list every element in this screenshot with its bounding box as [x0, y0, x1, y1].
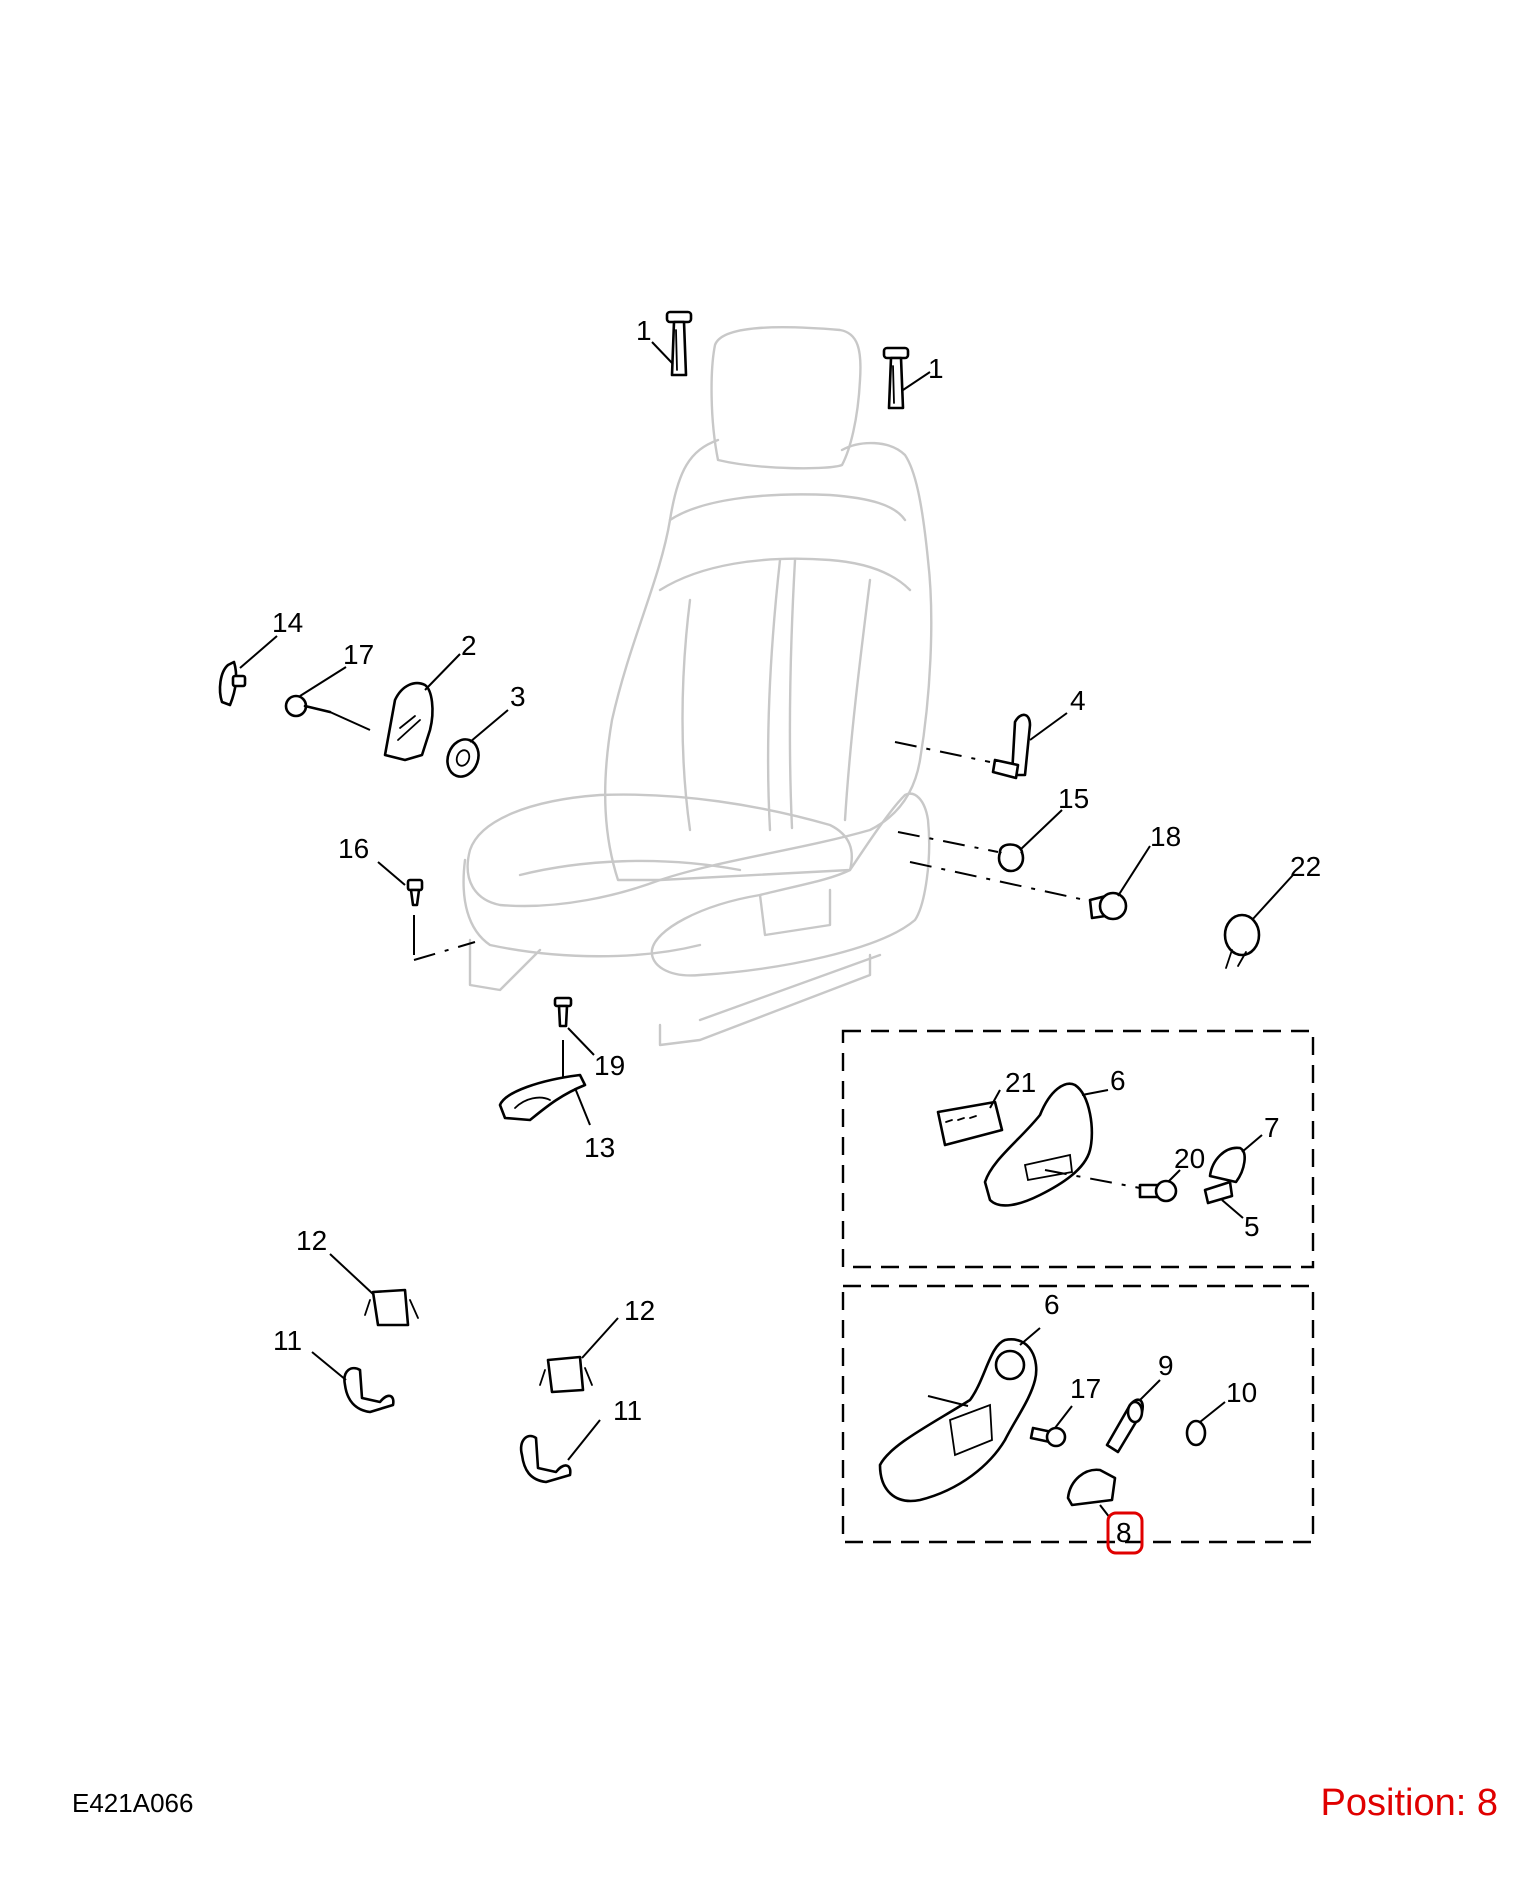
- hinge-bracket-2[interactable]: [383, 681, 434, 762]
- callout-11-center[interactable]: 11: [613, 1395, 642, 1426]
- callout-22[interactable]: 22: [1290, 851, 1321, 882]
- callout-3[interactable]: 3: [510, 681, 526, 712]
- callout-8[interactable]: 8: [1116, 1517, 1132, 1548]
- headrest-guide-left[interactable]: [665, 310, 693, 377]
- clip-12-center[interactable]: [539, 1355, 593, 1394]
- handle-8[interactable]: [1066, 1468, 1117, 1507]
- side-cover-6-upper[interactable]: [983, 1082, 1141, 1207]
- bracket-13[interactable]: [498, 1073, 587, 1122]
- knob-15[interactable]: [897, 831, 1025, 873]
- callout-11-left[interactable]: 11: [273, 1325, 302, 1356]
- callouts: 1 1 14 17 2 3 4 15 18 22 16 19 13 21 6 2…: [272, 315, 1321, 1555]
- callout-20[interactable]: 20: [1174, 1143, 1205, 1174]
- callout-6-lower[interactable]: 6: [1044, 1289, 1060, 1320]
- bolt-17-lower[interactable]: [1029, 1426, 1067, 1448]
- clip-11-left[interactable]: [343, 1366, 395, 1414]
- clip-11-center[interactable]: [519, 1434, 572, 1484]
- highlight-callout-8: [1106, 1511, 1144, 1555]
- callout-1-left[interactable]: 1: [636, 315, 652, 346]
- bolt-19[interactable]: [553, 996, 573, 1080]
- diagram-reference-code: E421A066: [72, 1788, 194, 1818]
- position-label: Position: 8: [1320, 1782, 1498, 1824]
- switch-knob-7[interactable]: [1208, 1146, 1246, 1184]
- callout-21[interactable]: 21: [1005, 1067, 1036, 1098]
- bolt-17-upper[interactable]: [284, 694, 371, 731]
- switch-module-21[interactable]: [936, 1100, 1004, 1147]
- switch-kit-box-a: [841, 1029, 1315, 1269]
- callout-10[interactable]: 10: [1226, 1377, 1257, 1408]
- screw-18[interactable]: [909, 861, 1128, 921]
- recline-lever-4[interactable]: [894, 713, 1032, 780]
- callout-17-lower[interactable]: 17: [1070, 1373, 1101, 1404]
- callout-12-left[interactable]: 12: [296, 1225, 327, 1256]
- callout-18[interactable]: 18: [1150, 821, 1181, 852]
- washer-3[interactable]: [442, 735, 483, 781]
- callout-2[interactable]: 2: [461, 630, 477, 661]
- clip-16[interactable]: [406, 878, 476, 961]
- callout-17-upper[interactable]: 17: [343, 639, 374, 670]
- clip-10[interactable]: [1185, 1419, 1207, 1447]
- lever-9[interactable]: [1105, 1398, 1144, 1454]
- switch-knob-5[interactable]: [1203, 1180, 1234, 1205]
- callout-6-upper[interactable]: 6: [1110, 1065, 1126, 1096]
- trim-cap-14[interactable]: [218, 660, 247, 707]
- screw-20[interactable]: [1138, 1179, 1178, 1203]
- callout-19[interactable]: 19: [594, 1050, 625, 1081]
- seat-outline: [462, 326, 933, 1047]
- side-cover-6-lower[interactable]: [878, 1338, 1038, 1503]
- spring-22[interactable]: [1223, 913, 1261, 969]
- callout-4[interactable]: 4: [1070, 685, 1086, 716]
- callout-1-right[interactable]: 1: [928, 353, 944, 384]
- headrest-guide-right[interactable]: [882, 346, 910, 410]
- callout-5[interactable]: 5: [1244, 1211, 1260, 1242]
- callout-7[interactable]: 7: [1264, 1112, 1280, 1143]
- callout-15[interactable]: 15: [1058, 783, 1089, 814]
- callout-14[interactable]: 14: [272, 607, 303, 638]
- clip-12-left[interactable]: [364, 1288, 419, 1327]
- callout-16[interactable]: 16: [338, 833, 369, 864]
- callout-12-center[interactable]: 12: [624, 1295, 655, 1326]
- callout-9[interactable]: 9: [1158, 1350, 1174, 1381]
- callout-13[interactable]: 13: [584, 1132, 615, 1163]
- leader-lines: [239, 341, 1294, 1519]
- switch-kit-box-b: [841, 1284, 1315, 1544]
